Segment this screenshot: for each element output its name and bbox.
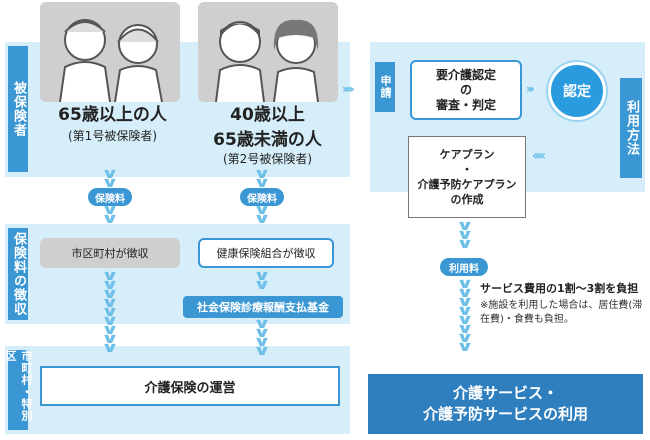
chevron-column-right-3: ∨∨ [252, 268, 272, 293]
cost-note: ※施設を利用した場合は、居住費(滞在費)・食費も負担。 [480, 300, 643, 325]
chevron-column-right-2: ∨∨ [252, 202, 272, 227]
apply-label: 申請 [375, 62, 395, 112]
group1-text: 65歳以上の人 (第1号被保険者) [40, 100, 185, 144]
group2-age-line2: 65歳未満の人 [213, 130, 322, 150]
review-box: 要介護認定 の 審査・判定 [410, 60, 522, 120]
result-line1: 介護サービス・ [452, 384, 558, 402]
care-plan-document: ケアプラン ・ 介護予防ケアプラン の作成 [408, 136, 526, 218]
group2-age-line1: 40歳以上 [230, 105, 305, 125]
cost-headline: サービス費用の1割～3割を負担 [480, 282, 639, 295]
chevron-column-fee-2: ∨∨∨∨∨∨∨∨ [455, 276, 475, 355]
group2-note: (第2号被保険者) [223, 152, 312, 166]
usage-method-label: 利用方法 [620, 78, 642, 178]
group2-text: 40歳以上 65歳未満の人 (第2号被保険者) [190, 100, 345, 167]
adult-couple-illustration [198, 2, 338, 103]
plan-line4: の作成 [450, 193, 484, 206]
result-line2: 介護予防サービスの利用 [422, 405, 588, 423]
elderly-couple-illustration [40, 2, 180, 103]
plan-line1: ケアプラン [439, 148, 495, 161]
fund-box: 社会保険診療報酬支払基金 [183, 296, 343, 318]
chevron-column-left: ∨∨ [100, 166, 120, 191]
chevron-column-left-3: ∨∨∨∨∨∨∨∨∨ [100, 268, 120, 356]
arrow-to-apply: ››››› [342, 82, 355, 96]
arrow-to-plan: ‹‹‹‹ [532, 148, 546, 164]
municipality-row-label: 市町村・特別区 [4, 350, 33, 430]
review-line3: 審査・判定 [435, 97, 496, 112]
plan-line2: ・ [461, 163, 473, 176]
plan-line3: 介護予防ケアプラン [417, 178, 517, 191]
fee-tag: 利用料 [440, 258, 488, 276]
group1-note: (第1号被保険者) [68, 129, 157, 143]
chevron-column-right-4: ∨∨∨∨ [252, 316, 272, 359]
premium-tag-2: 保険料 [240, 188, 284, 206]
review-line2: の [459, 82, 472, 97]
operation-box: 介護保険の運営 [40, 366, 340, 406]
cost-text: サービス費用の1割～3割を負担 ※施設を利用した場合は、居住費(滞在費)・食費も… [480, 282, 645, 327]
group1-age: 65歳以上の人 [58, 105, 167, 125]
health-collection-box: 健康保険組合が徴収 [198, 238, 334, 268]
service-usage-box: 介護サービス・ 介護予防サービスの利用 [368, 374, 643, 434]
city-collection-box: 市区町村が徴収 [40, 238, 180, 268]
premium-tag-1: 保険料 [88, 188, 132, 206]
certify-circle: 認定 [548, 62, 606, 120]
insured-row-label: 被保険者 [8, 46, 28, 172]
chevron-column-fee: ∨∨∨ [455, 218, 475, 252]
chevron-column-right: ∨∨ [252, 166, 272, 191]
arrow-to-certify: ››› [526, 82, 535, 96]
chevron-column-left-2: ∨∨ [100, 202, 120, 227]
collection-row-label: 保険料の徴収 [8, 228, 28, 320]
review-line1: 要介護認定 [435, 67, 496, 82]
